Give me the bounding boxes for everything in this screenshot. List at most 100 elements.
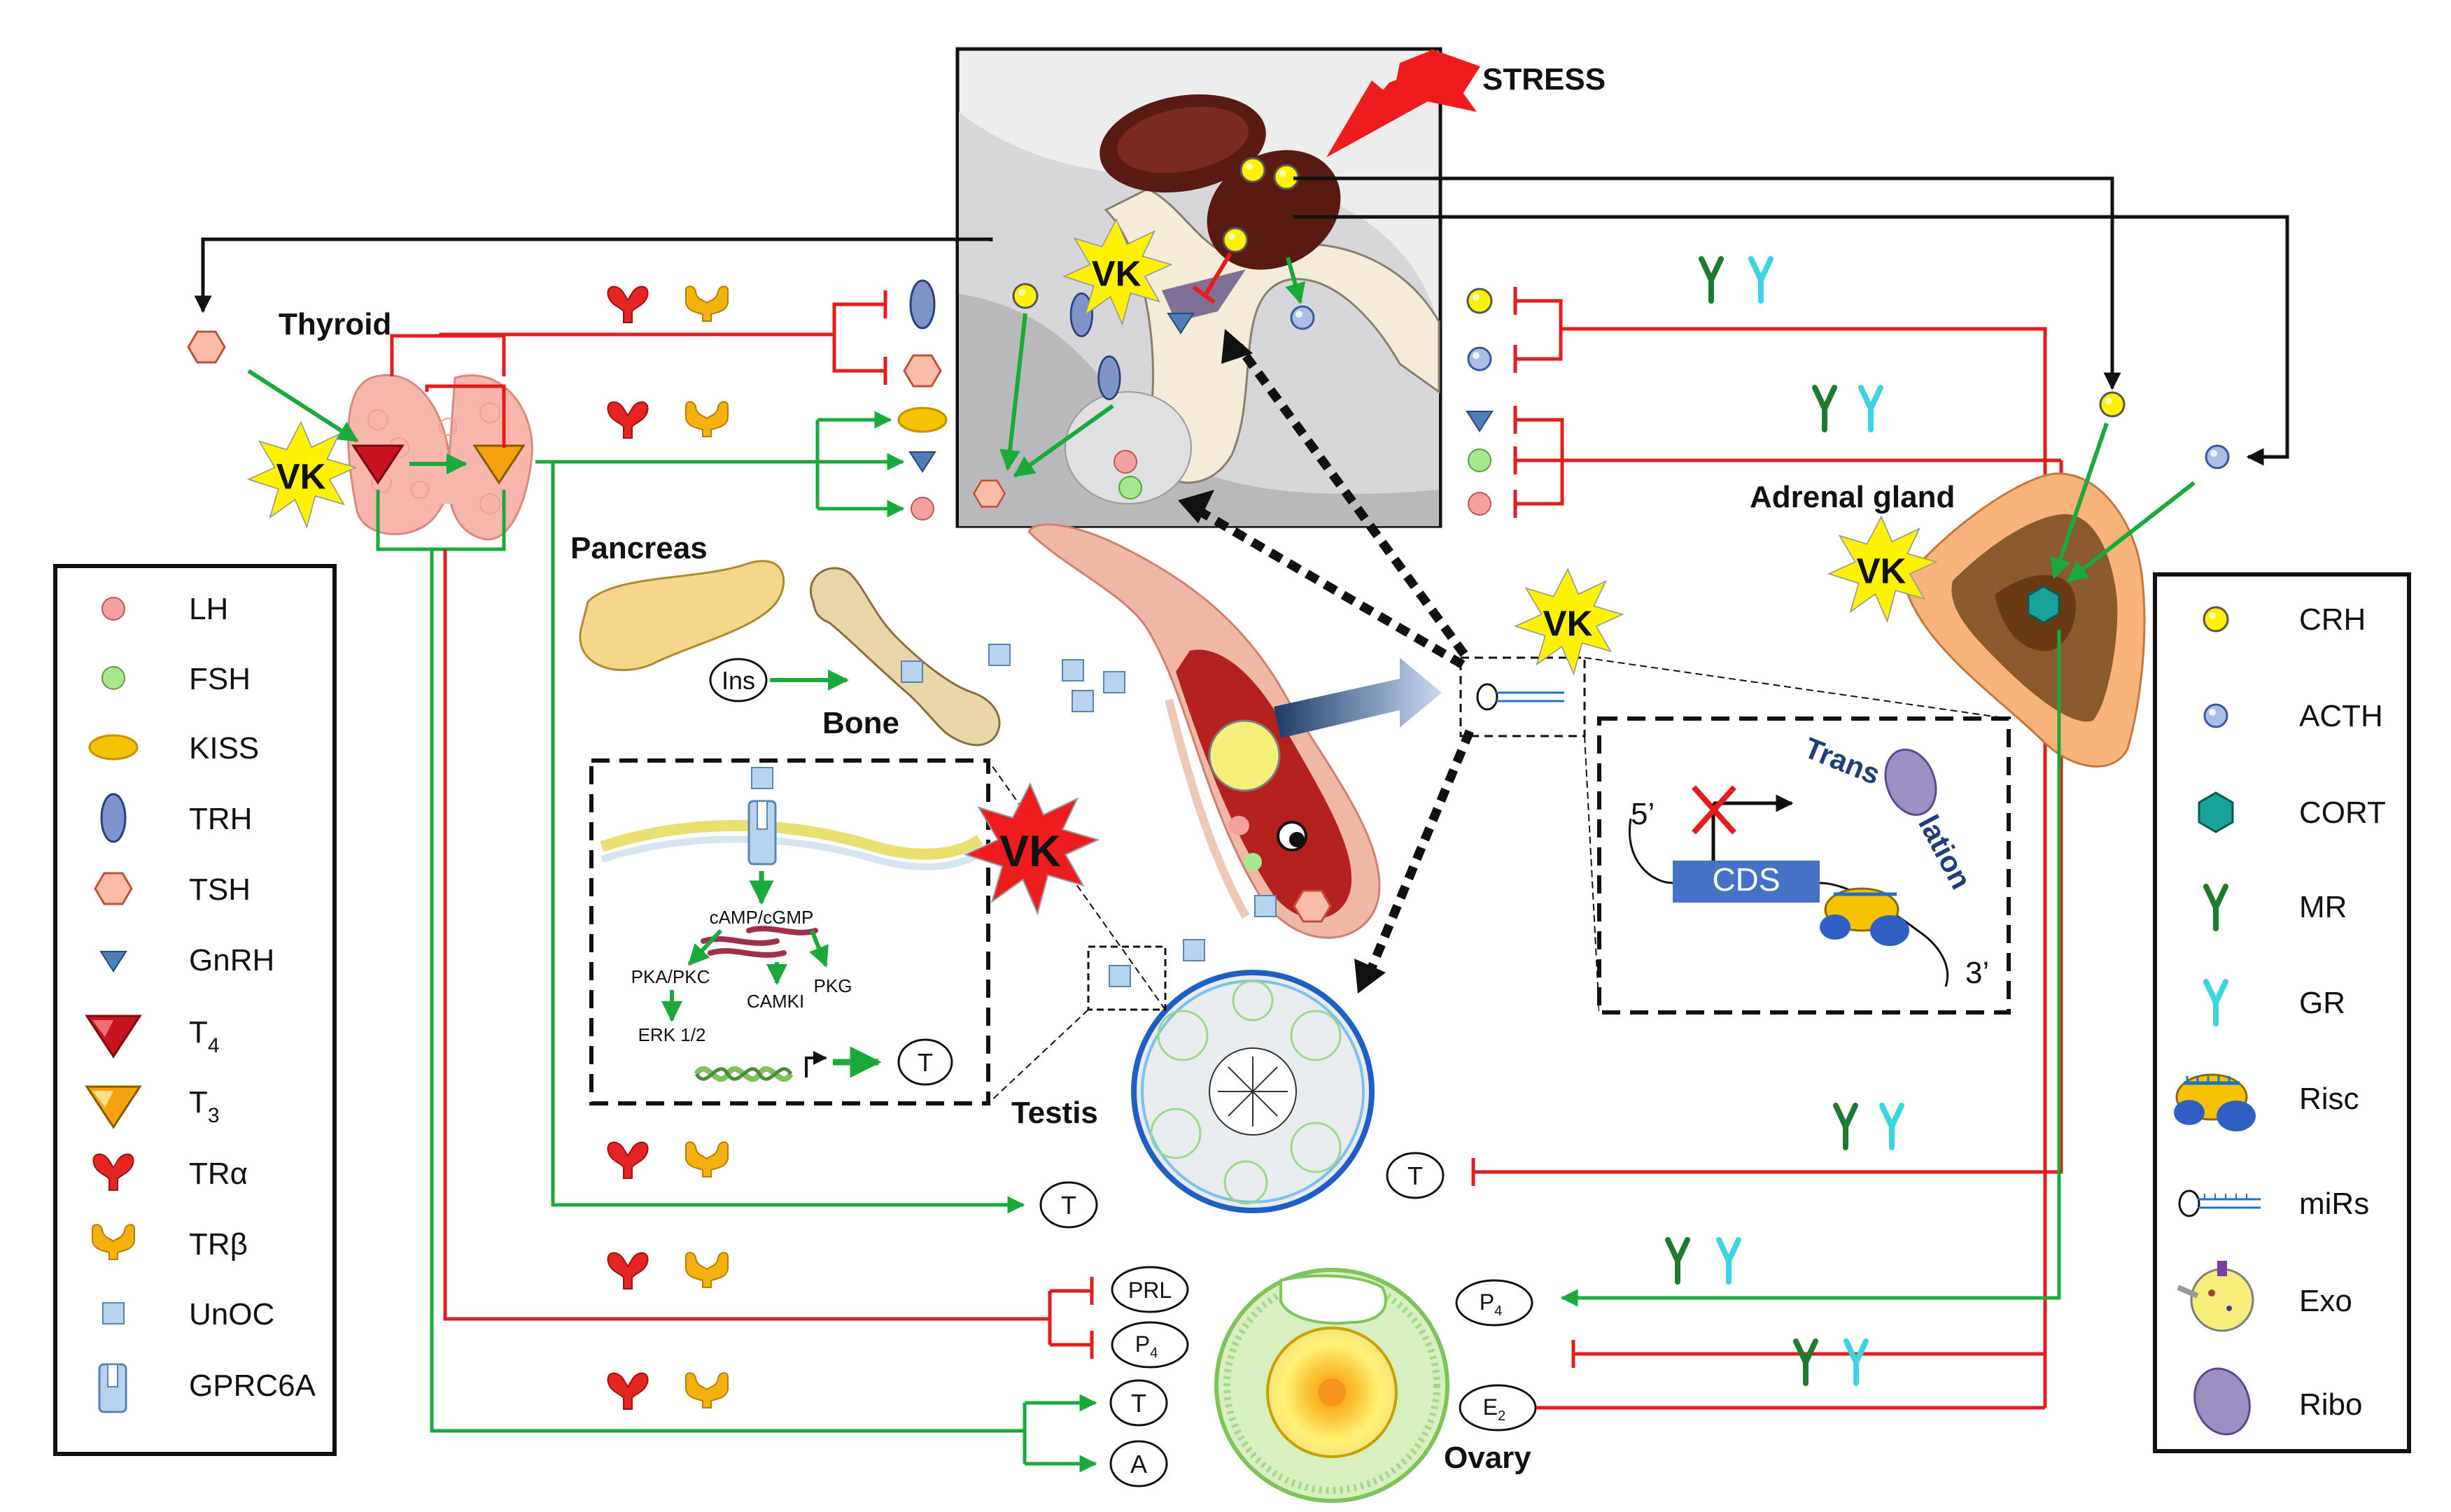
ins-bubble: Ins <box>709 658 768 702</box>
thyroid-label: Thyroid <box>279 307 391 341</box>
vk-burst-adrenal: VK <box>1828 516 1937 622</box>
pancreas-label: Pancreas <box>570 531 708 565</box>
mr-icon <box>1836 1105 1855 1147</box>
legend-tra: TRα <box>189 1157 248 1191</box>
tr-beta-icon <box>685 401 729 437</box>
gr-icon <box>1846 1341 1866 1383</box>
kiss-icon <box>88 734 139 761</box>
exosome-transfer-arrow <box>1274 658 1442 738</box>
crh-icon <box>1466 288 1493 314</box>
legend-gnrh: GnRH <box>189 943 274 977</box>
legend-kiss: KISS <box>189 731 259 765</box>
ribo-icon <box>2193 1367 2251 1436</box>
tsh-icon <box>187 330 226 364</box>
trh-icon <box>100 793 127 843</box>
mirs-icon <box>1476 683 1564 711</box>
unoc-icon <box>1072 690 1094 712</box>
tr-beta-icon <box>685 1372 729 1408</box>
bone-label: Bone <box>822 706 899 740</box>
legend-trh: TRH <box>189 802 252 836</box>
svg-text:VK: VK <box>1092 254 1142 294</box>
legend-risc: Risc <box>2299 1082 2359 1116</box>
mr-icon <box>1796 1341 1816 1383</box>
legend-tsh: TSH <box>189 872 251 907</box>
gr-icon <box>1719 1240 1739 1282</box>
legend-crh: CRH <box>2299 602 2366 637</box>
adrenal-label: Adrenal gland <box>1750 480 1955 514</box>
risc-icon <box>1820 887 1909 946</box>
legend-gr: GR <box>2299 986 2345 1020</box>
mirs-inset-marker <box>1459 656 1586 737</box>
ovary-t-bubble: T <box>1109 1379 1168 1427</box>
unoc-icon <box>1062 659 1084 681</box>
cort-icon <box>2198 791 2234 833</box>
tsh-icon <box>1293 889 1332 923</box>
svg-text:T: T <box>1407 1161 1423 1190</box>
fsh-icon <box>1118 476 1142 500</box>
legend-left: LH FSH KISS TRH TSH GnRH T4 T3 TRα TRβ U… <box>53 564 337 1456</box>
testosterone-left: T <box>1039 1181 1098 1229</box>
mr-icon <box>1815 388 1834 430</box>
stress-label: STRESS <box>1482 62 1606 97</box>
svg-text:P4: P4 <box>1480 1290 1502 1319</box>
fsh-icon <box>1244 853 1262 871</box>
tsh-icon <box>973 479 1006 508</box>
t3-icon <box>472 444 526 485</box>
e2-bubble: E2 <box>1459 1384 1537 1432</box>
svg-text:VK: VK <box>1543 604 1593 644</box>
svg-text:VK: VK <box>276 457 326 497</box>
legend-t4: T4 <box>189 1015 220 1057</box>
svg-text:PKA/PKC: PKA/PKC <box>631 966 710 987</box>
gr-icon <box>1861 388 1881 430</box>
unoc-icon <box>1109 965 1131 987</box>
unoc-icon <box>901 660 923 683</box>
svg-text:CAMKI: CAMKI <box>747 991 804 1012</box>
svg-text:VK: VK <box>999 827 1061 876</box>
ribo-icon <box>1884 748 1937 817</box>
legend-ribo: Ribo <box>2299 1387 2363 1422</box>
unoc-icon <box>102 1302 125 1324</box>
kiss-icon <box>897 407 948 433</box>
crh-icon <box>1222 227 1249 253</box>
tr-beta-icon <box>685 285 729 322</box>
testis-label: Testis <box>1011 1096 1098 1130</box>
unoc-icon <box>988 644 1011 666</box>
legend-trb: TRβ <box>189 1227 248 1262</box>
legend-gprc6a: GPRC6A <box>189 1369 316 1403</box>
t4-icon <box>351 444 405 485</box>
stress-bolt-icon <box>1326 49 1480 157</box>
lh-icon <box>1468 492 1491 516</box>
trh-icon <box>909 279 936 330</box>
unoc-icon <box>1254 895 1277 917</box>
testosterone-right: T <box>1386 1152 1445 1199</box>
svg-text:Ins: Ins <box>722 666 755 695</box>
t4-icon <box>85 1015 142 1059</box>
svg-text:E2: E2 <box>1483 1394 1505 1424</box>
unoc-icon <box>1103 671 1125 693</box>
lh-icon <box>1228 816 1249 835</box>
legend-mr: MR <box>2299 890 2347 924</box>
three-prime-label: 3’ <box>1965 956 1989 990</box>
svg-text:T: T <box>1061 1191 1076 1220</box>
tr-alpha-icon <box>607 1372 649 1410</box>
svg-text:PRL: PRL <box>1128 1278 1172 1303</box>
crh-icon <box>1239 157 1266 183</box>
acth-icon <box>2205 444 2230 469</box>
mirna-translation-box: CDS 5’ 3’ Trans lation <box>1597 716 2011 1015</box>
tr-beta-icon <box>685 1141 729 1178</box>
svg-text:T: T <box>1131 1389 1146 1418</box>
crh-icon <box>2099 391 2126 418</box>
cds-label: CDS <box>1712 861 1780 898</box>
tr-alpha-icon <box>607 1252 649 1290</box>
tr-alpha-icon <box>607 401 649 439</box>
androstenedione-bubble: A <box>1109 1440 1168 1488</box>
fsh-icon <box>101 666 125 690</box>
testis <box>1131 970 1375 1213</box>
unoc-icon <box>1183 939 1205 961</box>
vk-burst-mirs: VK <box>1515 568 1624 674</box>
lh-icon <box>101 597 125 621</box>
gprc6a-icon <box>98 1363 127 1413</box>
acth-icon <box>1467 346 1492 372</box>
block-x-icon <box>1692 785 1736 835</box>
